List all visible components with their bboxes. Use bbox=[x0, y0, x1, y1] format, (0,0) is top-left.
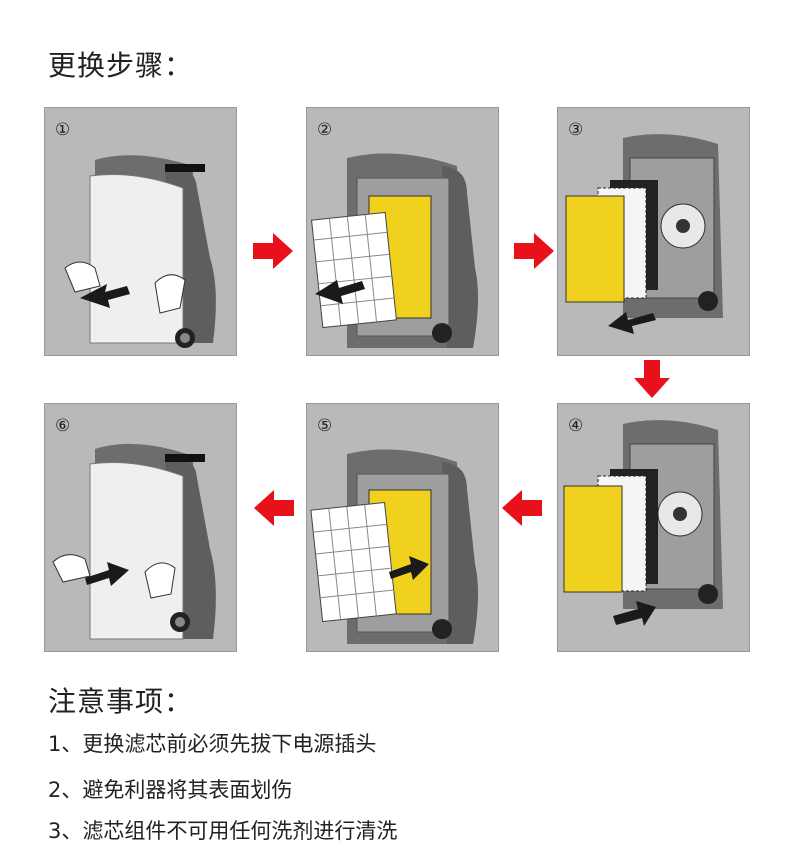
note-item: 1、更换滤芯前必须先拔下电源插头 bbox=[48, 732, 377, 756]
flow-arrow-down-icon bbox=[634, 360, 670, 398]
step-1-illustration bbox=[64, 155, 216, 348]
step-3-illustration bbox=[565, 134, 723, 334]
step-5-illustration bbox=[310, 449, 479, 644]
note-item: 3、滤芯组件不可用任何洗剂进行清洗 bbox=[48, 819, 398, 843]
step-4-panel: ④ bbox=[557, 403, 750, 652]
step-2-panel: ② bbox=[306, 107, 499, 356]
step-6-panel: ⑥ bbox=[44, 403, 237, 652]
step-4-illustration bbox=[563, 420, 723, 626]
flow-arrow-left-icon bbox=[502, 490, 542, 526]
flow-arrow-right-icon bbox=[253, 233, 293, 269]
steps-title: 更换步骤： bbox=[48, 49, 194, 82]
flow-arrow-left-icon bbox=[254, 490, 294, 526]
step-3-panel: ③ bbox=[557, 107, 750, 356]
notes-title: 注意事项： bbox=[48, 685, 194, 718]
step-2-number: ② bbox=[317, 120, 333, 140]
step-1-panel: ① bbox=[44, 107, 237, 356]
step-3-number: ③ bbox=[568, 120, 584, 140]
note-item: 2、避免利器将其表面划伤 bbox=[48, 778, 293, 802]
step-5-panel: ⑤ bbox=[306, 403, 499, 652]
step-5-number: ⑤ bbox=[317, 416, 333, 436]
step-6-number: ⑥ bbox=[55, 416, 71, 436]
flow-arrow-right-icon bbox=[514, 233, 554, 269]
step-1-number: ① bbox=[55, 120, 71, 140]
step-2-illustration bbox=[311, 153, 479, 348]
step-4-number: ④ bbox=[568, 416, 584, 436]
step-6-illustration bbox=[52, 443, 216, 640]
